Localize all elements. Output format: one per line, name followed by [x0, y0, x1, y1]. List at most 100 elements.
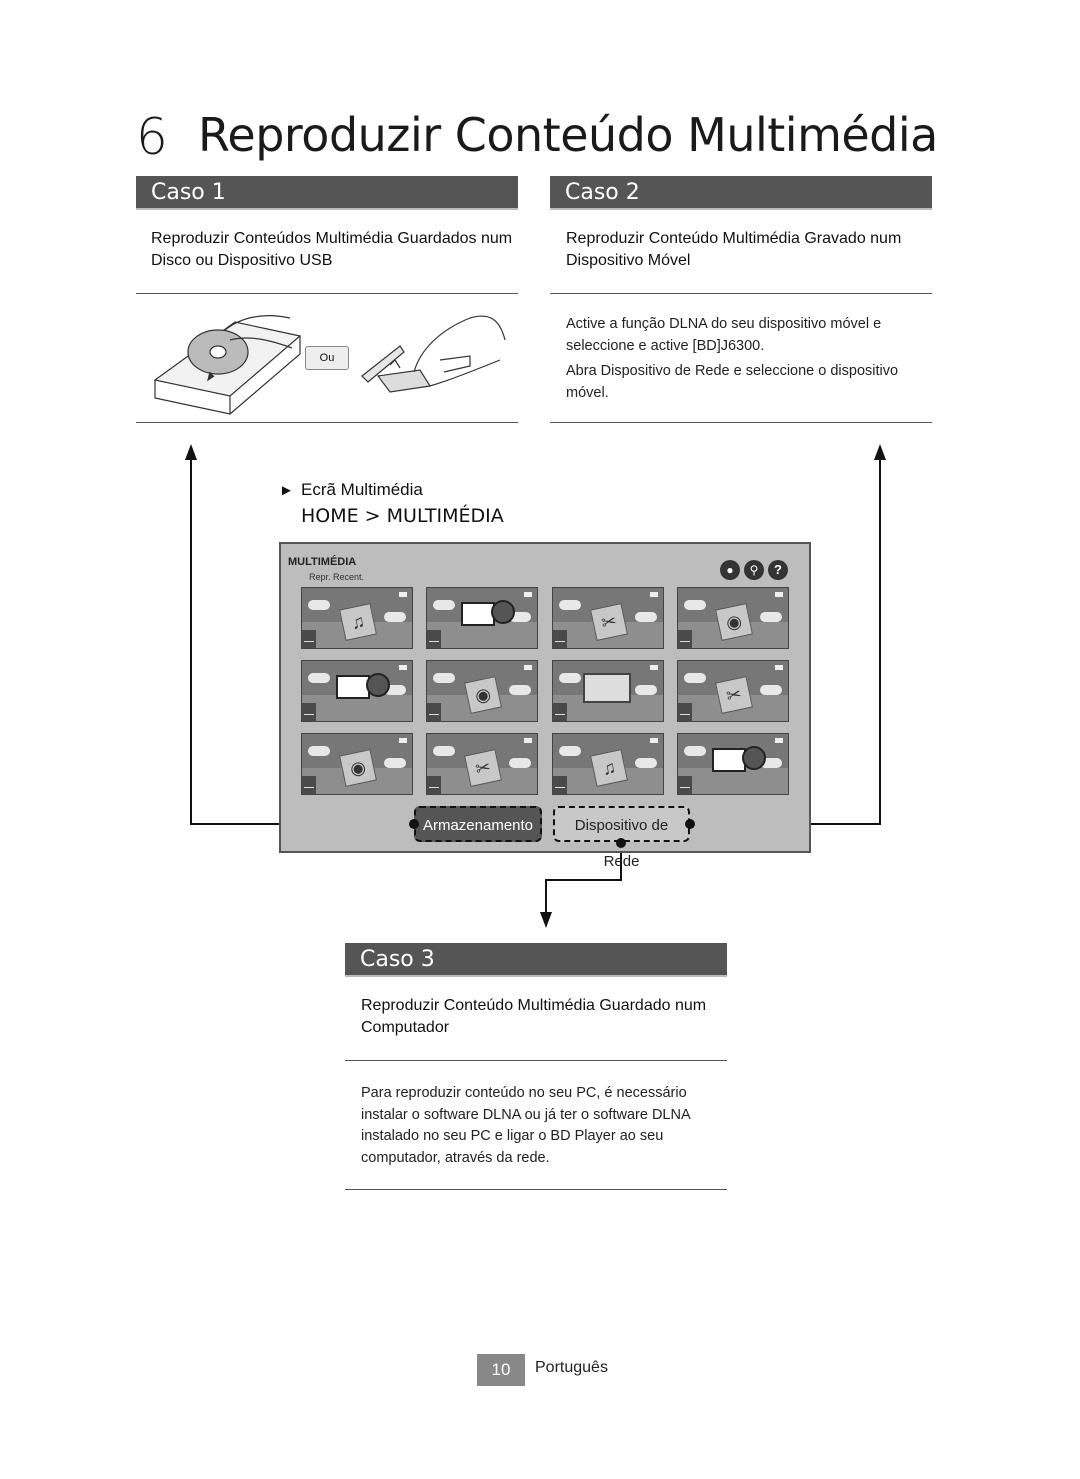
chapter-number: 6	[136, 108, 168, 166]
caso2-rule-top	[550, 293, 932, 294]
tile-info-bar	[427, 703, 441, 721]
tile-info-line	[555, 641, 565, 642]
play-triangle-icon: ►	[279, 482, 294, 499]
tile-info-line	[429, 787, 439, 788]
cloud-icon	[760, 612, 782, 622]
media-tile-camera[interactable]	[426, 587, 538, 649]
tile-info-bar	[678, 630, 692, 648]
cloud-icon	[308, 673, 330, 683]
cloud-icon	[635, 758, 657, 768]
cloud-icon	[559, 673, 581, 683]
tile-info-line	[555, 714, 565, 715]
caso1-rule-bottom	[136, 422, 518, 423]
caso2-step2: Abra Dispositivo de Rede e seleccione o …	[566, 363, 899, 401]
tile-tag-icon	[399, 665, 407, 670]
caso3-rule-top	[345, 1060, 727, 1061]
tile-info-bar	[678, 776, 692, 794]
tile-info-line	[304, 641, 314, 642]
tile-tag-icon	[775, 592, 783, 597]
tile-info-line	[680, 641, 690, 642]
photo-icon: ✂	[464, 749, 502, 787]
camera-icon	[336, 675, 370, 699]
cloud-icon	[433, 673, 455, 683]
tile-tag-icon	[650, 592, 658, 597]
cloud-icon	[384, 758, 406, 768]
disc-tray-illustration	[153, 315, 302, 415]
cloud-icon	[509, 612, 531, 622]
cloud-icon	[684, 600, 706, 610]
tile-tag-icon	[650, 665, 658, 670]
tab-storage[interactable]: Armazenamento	[414, 806, 542, 842]
caso3-text: Para reproduzir conteúdo no seu PC, é ne…	[361, 1085, 690, 1166]
connector-dot-right	[685, 819, 695, 829]
caso2-header: Caso 2	[550, 176, 932, 210]
help-icon[interactable]: ?	[768, 560, 788, 580]
tile-tag-icon	[399, 738, 407, 743]
page-language: Português	[535, 1359, 608, 1376]
tile-info-bar	[678, 703, 692, 721]
caso3-subtitle: Reproduzir Conteúdo Multimédia Guardado …	[361, 997, 707, 1036]
tile-tag-icon	[399, 592, 407, 597]
media-tile-camera[interactable]	[301, 660, 413, 722]
media-tile-game[interactable]: ◉	[301, 733, 413, 795]
caso1-subtitle: Reproduzir Conteúdos Multimédia Guardado…	[151, 230, 513, 269]
game-icon: ◉	[715, 603, 753, 641]
caso1-rule-top	[136, 293, 518, 294]
tile-info-line	[304, 714, 314, 715]
tile-info-bar	[553, 776, 567, 794]
tile-tag-icon	[524, 665, 532, 670]
game-icon: ◉	[464, 676, 502, 714]
caso2-step1: Active a função DLNA do seu dispositivo …	[566, 316, 882, 354]
tile-tag-icon	[524, 592, 532, 597]
connector-dot-bottom	[616, 838, 626, 848]
game-icon: ◉	[339, 749, 377, 787]
tile-tag-icon	[650, 738, 658, 743]
tile-info-bar	[553, 630, 567, 648]
picture-icon	[583, 673, 631, 703]
cloud-icon	[433, 746, 455, 756]
caso3-rule-bottom	[345, 1189, 727, 1190]
tile-info-line	[555, 787, 565, 788]
search-icon[interactable]: ⚲	[744, 560, 764, 580]
or-badge: Ou	[305, 346, 349, 370]
camera-lens-icon	[366, 673, 390, 697]
camera-lens-icon	[491, 600, 515, 624]
media-tile-camera[interactable]	[677, 733, 789, 795]
media-tile-photo[interactable]: ✂	[426, 733, 538, 795]
tab-network-device[interactable]: Dispositivo de Rede	[553, 806, 690, 870]
music-icon: ♫	[590, 749, 628, 787]
camera-icon	[712, 748, 746, 772]
media-tile-music[interactable]: ♫	[301, 587, 413, 649]
caso2-subtitle: Reproduzir Conteúdo Multimédia Gravado n…	[566, 230, 902, 269]
media-tile-landscape[interactable]	[552, 660, 664, 722]
tile-info-bar	[553, 703, 567, 721]
cloud-icon	[760, 685, 782, 695]
media-tile-game[interactable]: ◉	[426, 660, 538, 722]
screen-path: HOME > MULTIMÉDIA	[301, 505, 504, 527]
caso1-header: Caso 1	[136, 176, 518, 210]
cloud-icon	[684, 673, 706, 683]
tile-info-line	[429, 641, 439, 642]
tv-title: MULTIMÉDIA	[288, 556, 357, 568]
tv-subtitle: Repr. Recent.	[309, 572, 365, 582]
connector-dot-left	[409, 819, 419, 829]
tile-info-line	[429, 714, 439, 715]
tile-ground	[302, 695, 412, 721]
media-tile-photo[interactable]: ✂	[552, 587, 664, 649]
media-tile-photo[interactable]: ✂	[677, 660, 789, 722]
cloud-icon	[760, 758, 782, 768]
cloud-icon	[384, 685, 406, 695]
tile-tag-icon	[775, 665, 783, 670]
cloud-icon	[635, 612, 657, 622]
cloud-icon	[308, 600, 330, 610]
media-tile-music[interactable]: ♫	[552, 733, 664, 795]
tile-ground	[678, 768, 788, 794]
cloud-icon	[433, 600, 455, 610]
tile-info-bar	[427, 776, 441, 794]
cloud-icon	[509, 685, 531, 695]
tile-info-line	[680, 714, 690, 715]
person-icon[interactable]: ●	[720, 560, 740, 580]
media-tile-game[interactable]: ◉	[677, 587, 789, 649]
screen-heading: Ecrã Multimédia	[301, 480, 423, 499]
caso2-rule-bottom	[550, 422, 932, 423]
